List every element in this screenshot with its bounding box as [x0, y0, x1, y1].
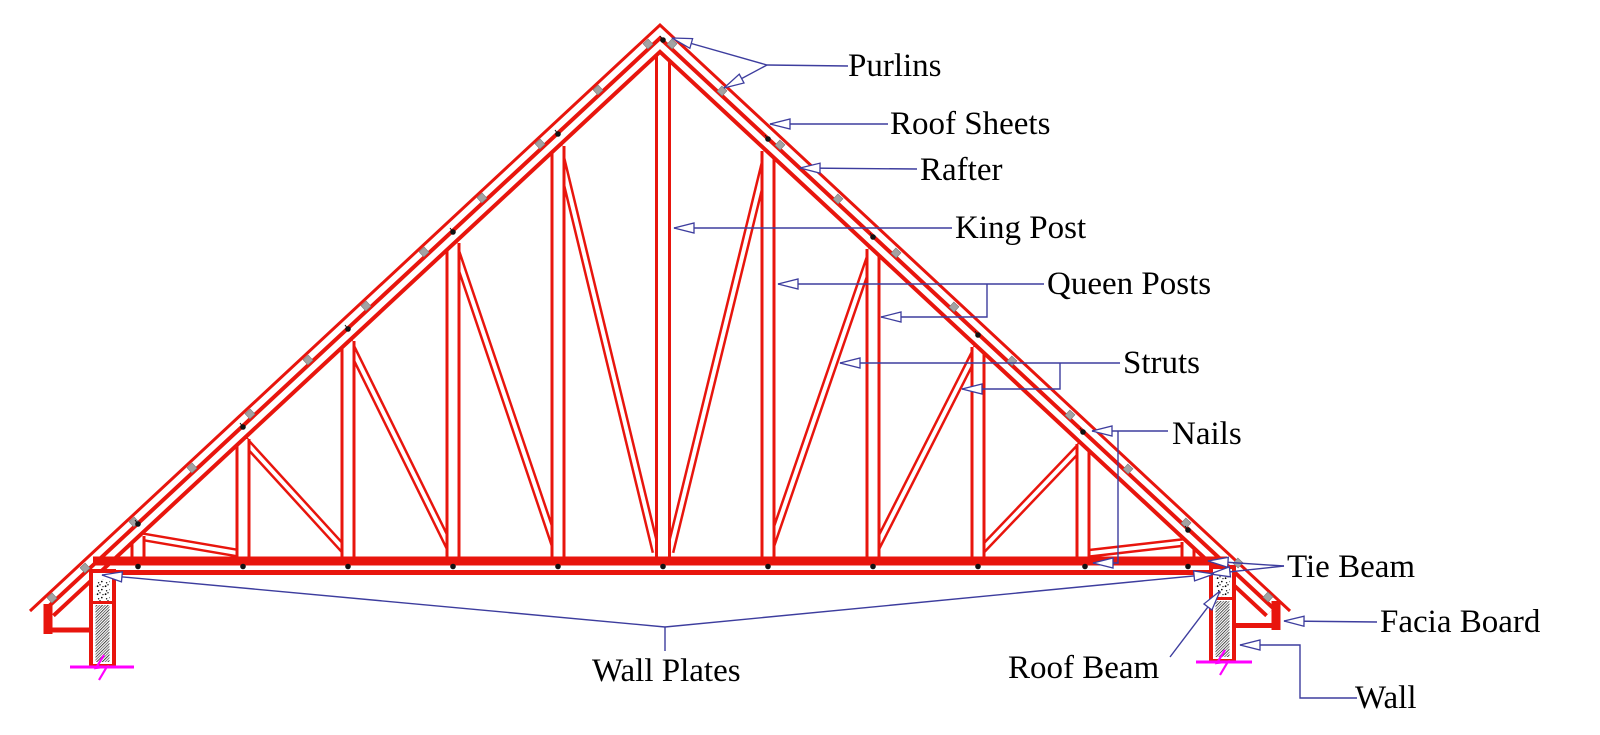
leader-rafter [799, 162, 918, 175]
nail-icon [764, 134, 771, 142]
purlin-icon [1064, 409, 1076, 421]
strut [868, 344, 983, 557]
right-wall-hatch [1215, 601, 1230, 657]
nail-icon [240, 563, 246, 570]
purlin-icon [360, 300, 372, 312]
nail-icon [974, 330, 981, 338]
strut [448, 241, 563, 556]
label-roof-sheets: Roof Sheets [890, 106, 1051, 142]
nail-icon [555, 563, 561, 570]
label-tie-beam: Tie Beam [1287, 549, 1416, 585]
nail-icon [239, 422, 246, 430]
label-struts: Struts [1123, 345, 1201, 381]
strut [1082, 537, 1189, 559]
label-nails: Nails [1172, 416, 1242, 452]
label-facia-board: Facia Board [1380, 604, 1541, 640]
strut [665, 149, 773, 554]
facia-board-left [43, 604, 93, 634]
purlin-icon [534, 138, 546, 150]
left-roof-beam [95, 579, 110, 601]
label-queen-posts: Queen Posts [1047, 266, 1212, 302]
leader-struts [839, 357, 1120, 395]
purlin-icon [302, 354, 314, 366]
nail-icon [1082, 563, 1088, 570]
purlin-icon [592, 84, 604, 96]
purlin-icon [46, 592, 58, 604]
nail-icon [975, 563, 981, 570]
leader-wall [1239, 639, 1357, 699]
roof-sheet-line [28, 22, 1292, 613]
left-wall-hatch [95, 605, 110, 662]
struts [137, 144, 1189, 559]
strut [239, 435, 352, 558]
label-wall-plates: Wall Plates [592, 653, 741, 689]
nail-icon [659, 35, 666, 43]
nail-icon [344, 324, 351, 332]
leader-purlins [671, 37, 849, 89]
label-purlins: Purlins [848, 48, 942, 84]
strut [343, 339, 458, 556]
nail-icon [1184, 525, 1191, 533]
purlin-icon [832, 193, 844, 205]
leader-wall-plates [101, 570, 1215, 651]
purlin-icon [1122, 463, 1134, 475]
nail-icon [869, 232, 876, 240]
purlin-icon [642, 38, 654, 50]
strut [763, 247, 878, 556]
leader-nails [1091, 425, 1168, 569]
purlin-icon [186, 462, 198, 474]
purlin-icon [79, 562, 91, 574]
leader-lines [101, 37, 1378, 699]
nail-icon [660, 563, 666, 570]
purlin-icon [418, 246, 430, 258]
label-king-post: King Post [955, 210, 1087, 246]
strut [137, 531, 244, 559]
nail-icon [1079, 427, 1086, 435]
nail-icon [765, 563, 771, 570]
nail-icon [1185, 563, 1191, 570]
leader-tie-beam [1207, 556, 1285, 578]
label-wall: Wall [1355, 680, 1417, 716]
strut [553, 144, 661, 554]
nail-icon [450, 563, 456, 570]
purlin-icon [774, 139, 786, 151]
facia-board-right [1232, 601, 1281, 630]
leader-roof-beam [1169, 590, 1221, 658]
label-rafter: Rafter [920, 152, 1003, 188]
nail-icon [135, 563, 141, 570]
nail-icon [554, 129, 561, 137]
purlin-icon [244, 408, 256, 420]
rafter [45, 35, 1275, 618]
purlin-icon [948, 301, 960, 313]
nail-markers [134, 35, 1191, 570]
purlin-icon [476, 192, 488, 204]
leader-queen-posts [777, 278, 1044, 323]
purlin-icon [1262, 591, 1274, 603]
leader-facia-board [1283, 615, 1378, 628]
left-wall [70, 569, 134, 681]
nail-icon [345, 563, 351, 570]
nail-icon [870, 563, 876, 570]
label-roof-beam: Roof Beam [1008, 650, 1160, 686]
nail-icon [134, 519, 141, 527]
tie-beam [93, 556, 1227, 575]
purlin-icon [1180, 517, 1192, 529]
queen-posts [130, 146, 1196, 557]
strut [974, 440, 1087, 558]
nail-icon [449, 227, 456, 235]
purlin-icon [890, 247, 902, 259]
